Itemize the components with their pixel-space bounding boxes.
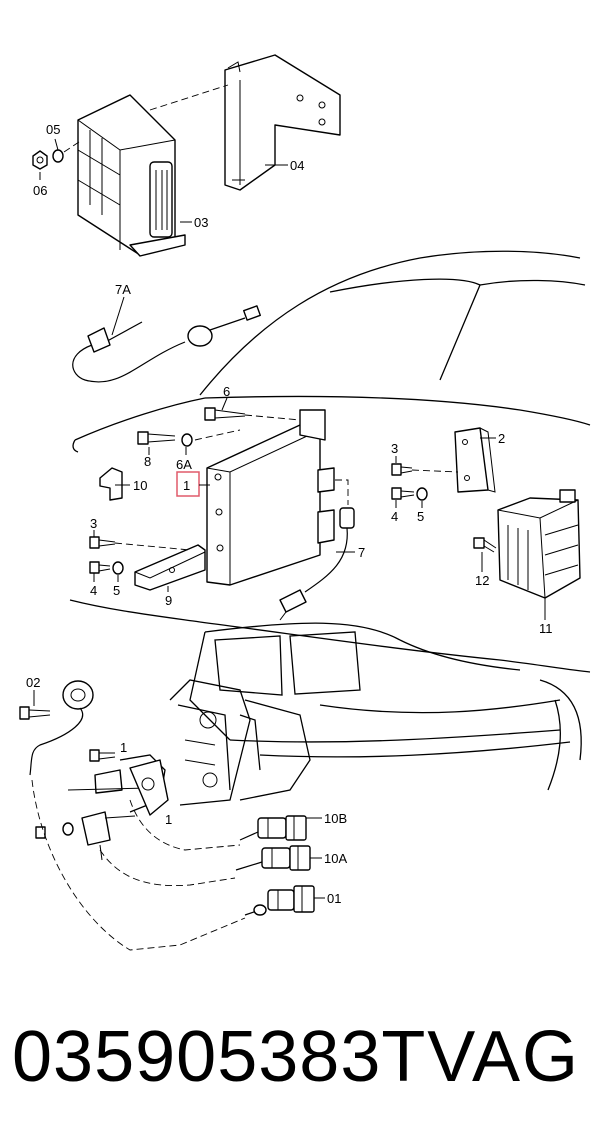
knock-sensor-02: [19, 680, 94, 776]
label-10B: 10B: [324, 811, 347, 826]
connector-10A: [235, 845, 311, 871]
label-6: 6: [223, 384, 230, 399]
connector-10B: [239, 815, 307, 841]
screw-3b: [89, 536, 191, 551]
bolt-6: [204, 407, 301, 421]
label-7A: 7A: [115, 282, 131, 297]
label-9: 9: [165, 593, 172, 608]
connector-7: [279, 479, 355, 621]
harness-routes: [31, 779, 246, 951]
label-05: 05: [46, 122, 60, 137]
screw-3a: [391, 463, 459, 476]
label-4b: 4: [90, 583, 97, 598]
label-04: 04: [290, 158, 304, 173]
car-body-outline: [69, 250, 591, 791]
screw-12: [473, 537, 497, 553]
label-10: 10: [133, 478, 147, 493]
part-number: 035905383T: [12, 1017, 427, 1097]
screw-4a: [391, 487, 428, 501]
engine-bolt: [89, 749, 116, 762]
screw-4b: [89, 561, 124, 575]
footer: 035905383T VAG: [0, 1012, 600, 1112]
sensor-mount: [67, 759, 169, 816]
label-5b: 5: [113, 583, 120, 598]
label-6A: 6A: [176, 457, 192, 472]
nut-06-washer-05: [32, 139, 83, 170]
control-unit-03: [77, 94, 186, 257]
sensor-7A: [72, 305, 261, 383]
label-1c: 1: [165, 812, 172, 827]
label-4a: 4: [391, 509, 398, 524]
label-3a: 3: [391, 441, 398, 456]
label-02: 02: [26, 675, 40, 690]
label-8: 8: [144, 454, 151, 469]
clip-10: [99, 467, 123, 501]
label-06: 06: [33, 183, 47, 198]
bolt-8: [137, 431, 176, 445]
brand-name: VAG: [427, 1017, 580, 1097]
bracket-9: [134, 544, 206, 591]
label-1b: 1: [120, 740, 127, 755]
label-01: 01: [327, 891, 341, 906]
label-2: 2: [498, 431, 505, 446]
control-unit-1: [206, 409, 335, 586]
label-7: 7: [358, 545, 365, 560]
module-11: [497, 489, 581, 599]
label-03: 03: [194, 215, 208, 230]
washer-6A: [181, 429, 241, 447]
label-10A: 10A: [324, 851, 347, 866]
leader-lines: [33, 138, 546, 899]
bracket-04: [149, 54, 341, 191]
connector-01: [244, 885, 315, 916]
label-11: 11: [539, 621, 553, 636]
label-12: 12: [475, 573, 489, 588]
sensor-lower: [35, 811, 136, 861]
label-3b: 3: [90, 516, 97, 531]
highlight-box: [176, 471, 200, 497]
label-1: 1: [183, 478, 190, 493]
label-5a: 5: [417, 509, 424, 524]
